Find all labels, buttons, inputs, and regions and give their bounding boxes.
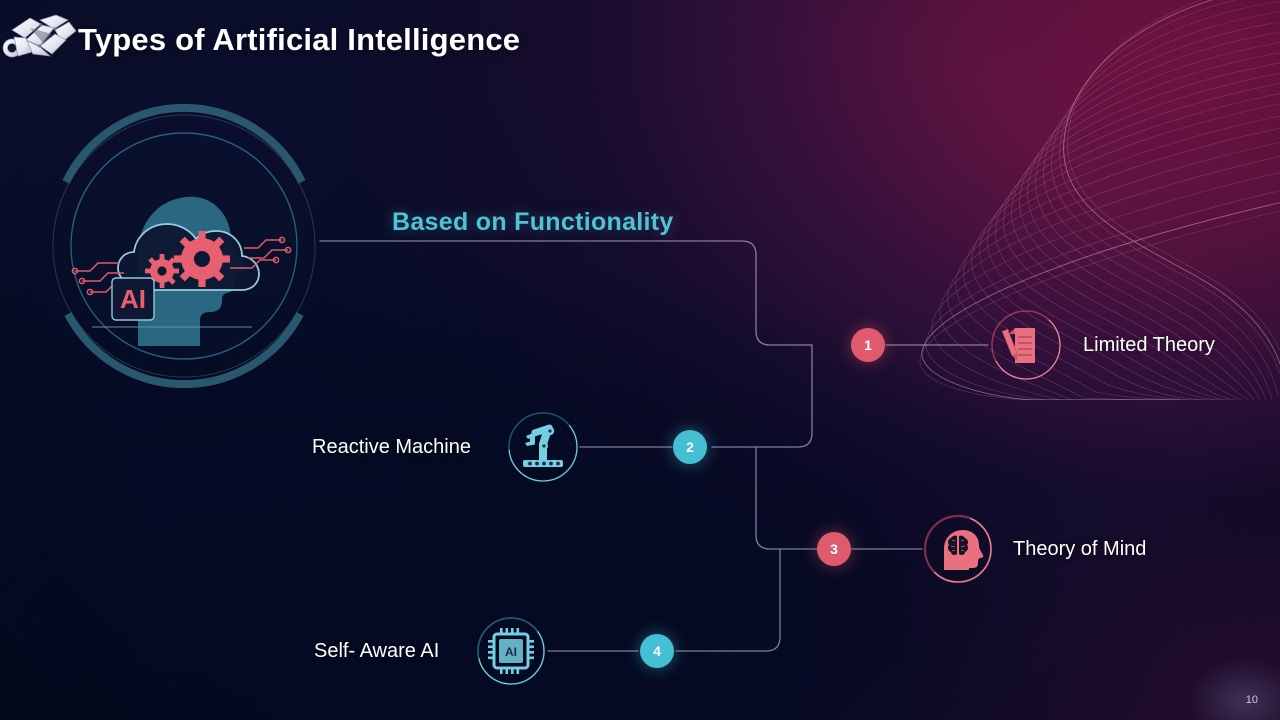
node-label-theory-of-mind: Theory of Mind	[1013, 538, 1147, 560]
step-badge-4[interactable]: 4	[640, 634, 674, 668]
hero-ai-badge-text: AI	[120, 284, 146, 314]
ai-head-illustration: AI	[52, 103, 316, 389]
robot-hand-icon	[2, 14, 77, 58]
step-badge-1-number: 1	[864, 337, 872, 353]
robot-arm-icon[interactable]	[506, 410, 580, 484]
step-badge-3[interactable]: 3	[817, 532, 851, 566]
node-label-self-aware-ai: Self- Aware AI	[314, 640, 440, 662]
section-label: Based on Functionality	[392, 208, 674, 236]
step-badge-3-number: 3	[830, 541, 838, 557]
step-badge-2[interactable]: 2	[673, 430, 707, 464]
document-pen-icon[interactable]	[989, 308, 1063, 382]
node-label-limited-theory: Limited Theory	[1083, 334, 1215, 356]
step-badge-4-number: 4	[653, 643, 661, 659]
page-number: 10	[1245, 694, 1258, 706]
node-label-reactive-machine: Reactive Machine	[312, 436, 471, 458]
step-badge-1[interactable]: 1	[851, 328, 885, 362]
step-badge-2-number: 2	[686, 439, 694, 455]
cpu-chip-label: AI	[505, 645, 517, 659]
cpu-chip-ai-icon[interactable]: AI	[474, 614, 548, 688]
head-brain-icon[interactable]	[921, 512, 995, 586]
page-title: Types of Artificial Intelligence	[78, 22, 521, 57]
